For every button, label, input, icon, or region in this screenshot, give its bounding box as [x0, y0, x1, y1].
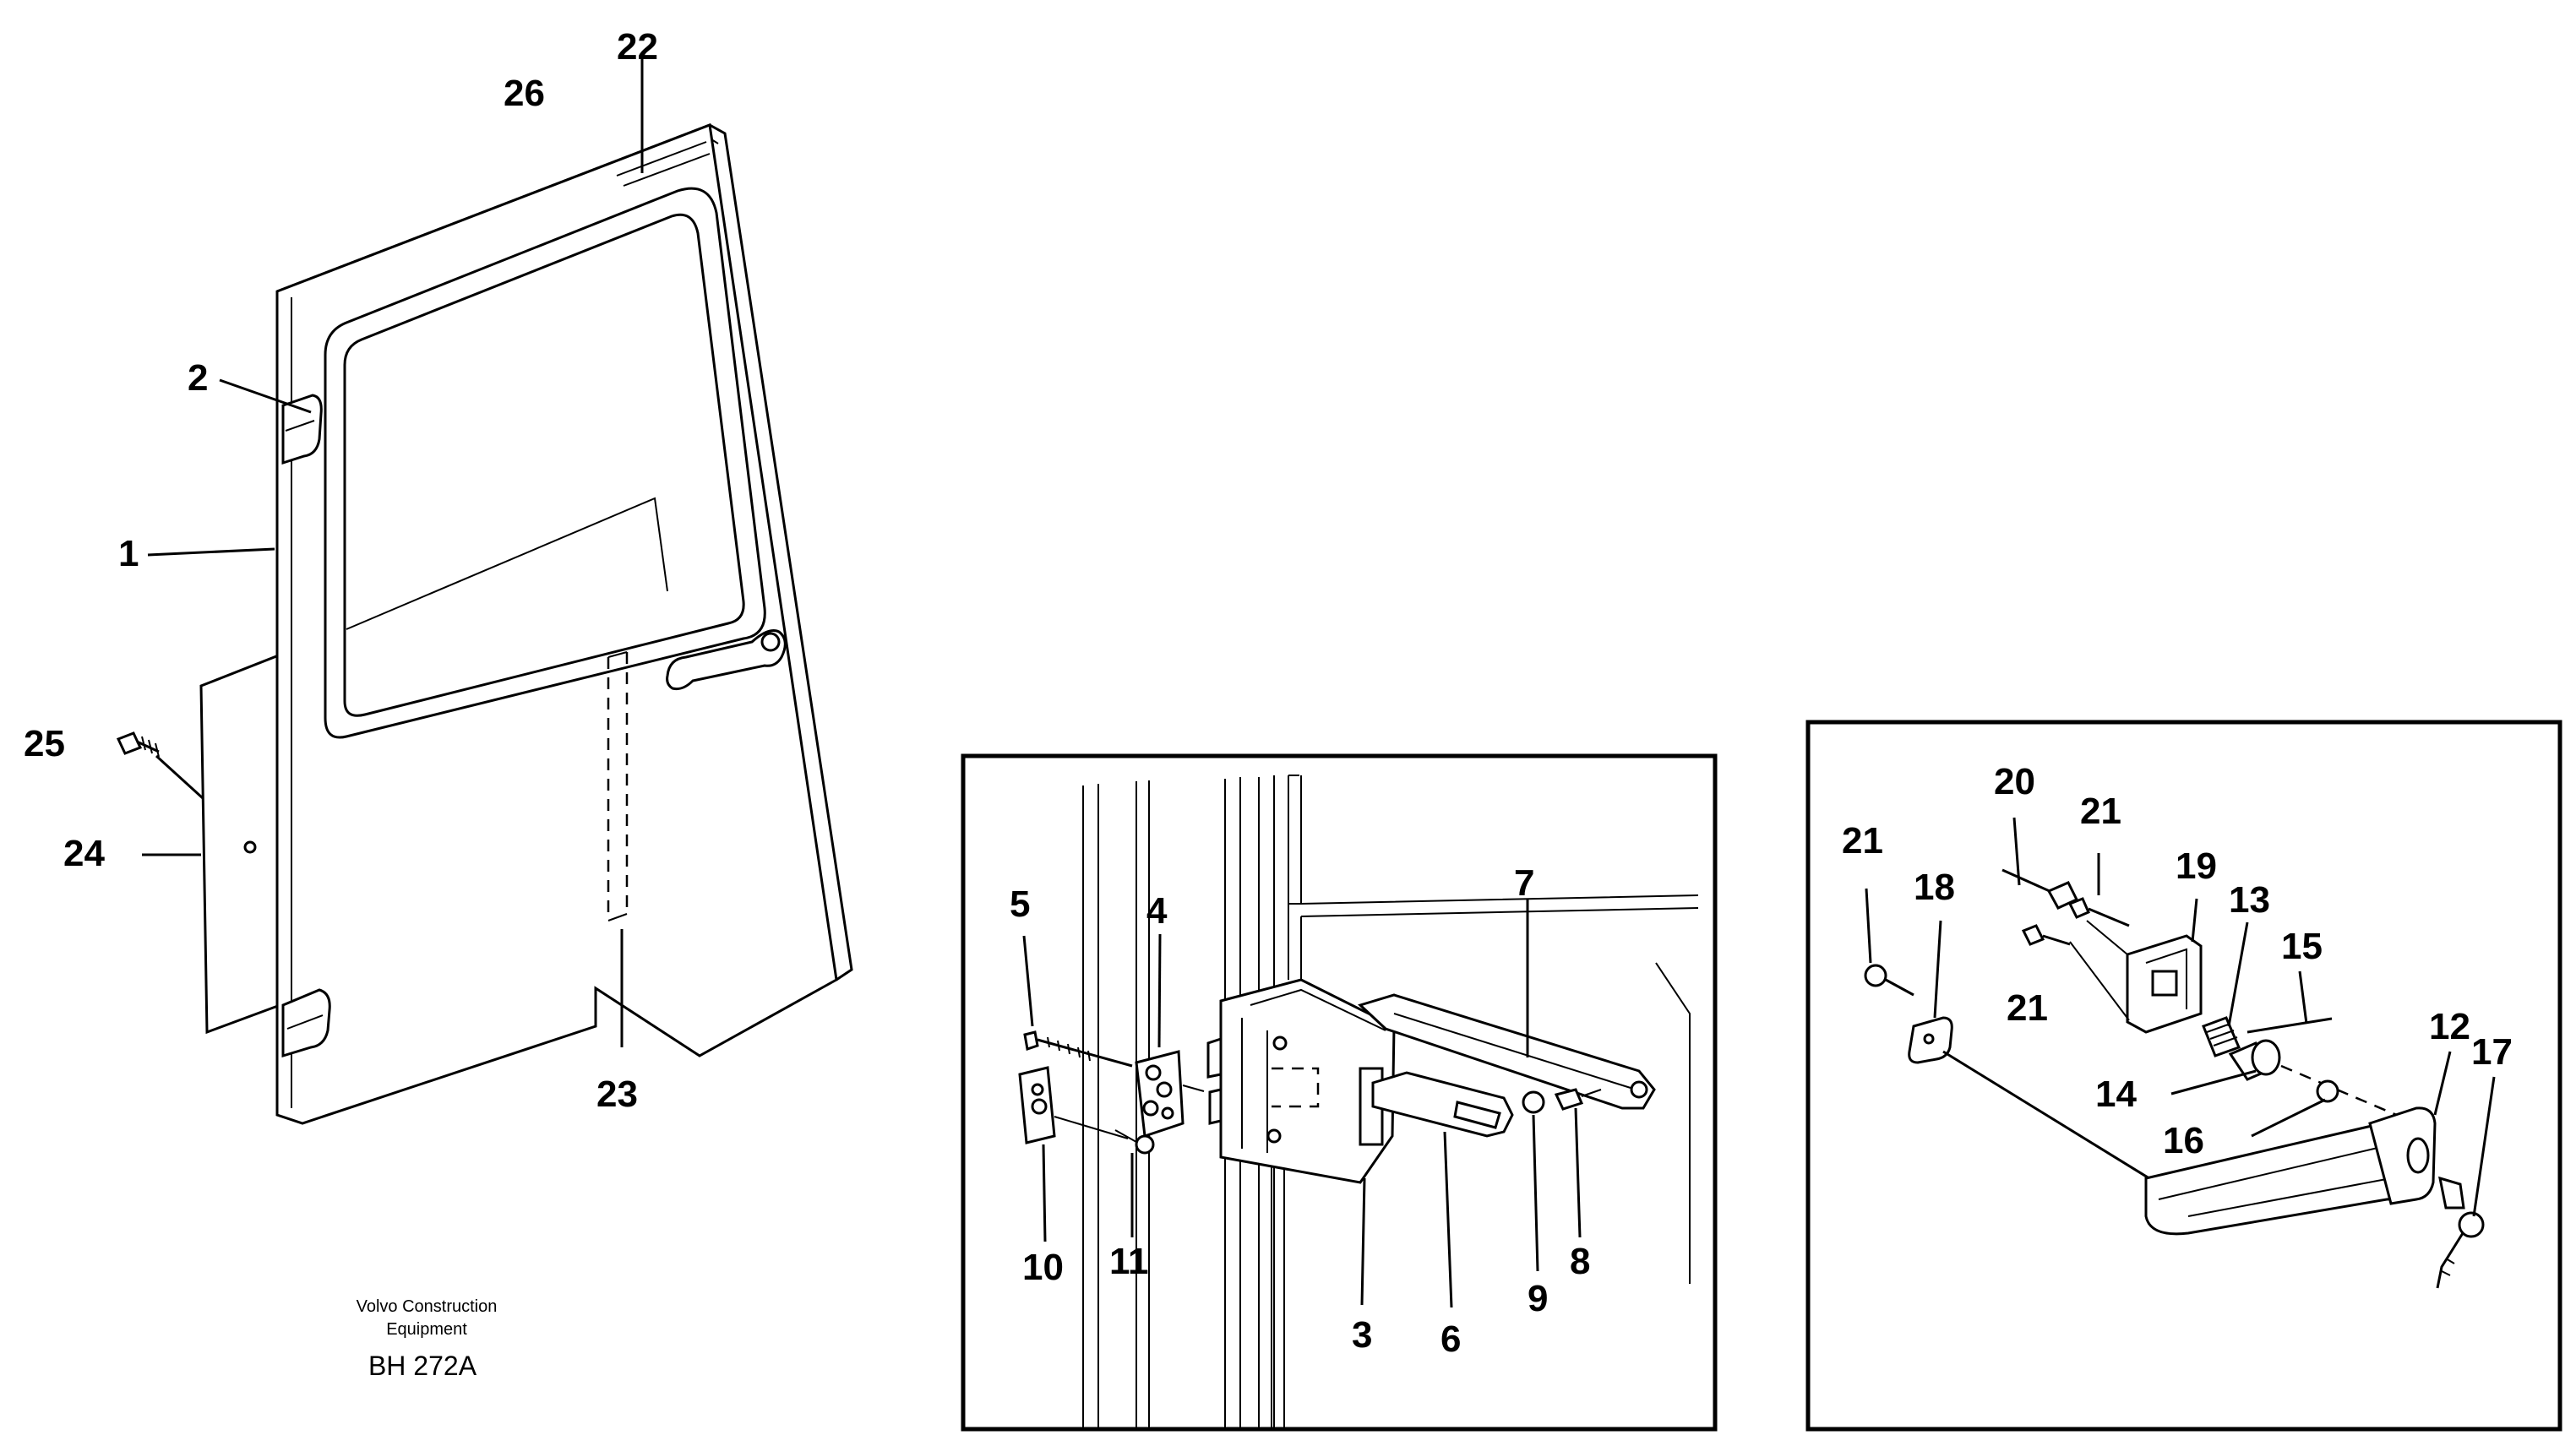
callout-23: 23: [596, 1074, 638, 1115]
callout-2: 2: [188, 357, 208, 399]
callout-19: 19: [2176, 845, 2217, 887]
cab-door: [199, 122, 853, 1125]
callout-4: 4: [1146, 890, 1168, 932]
callout-18: 18: [1914, 867, 1955, 908]
callout-5: 5: [1010, 883, 1030, 925]
callout-13: 13: [2229, 879, 2270, 921]
callout-21-upper: 21: [2080, 791, 2121, 832]
callout-9: 9: [1528, 1278, 1548, 1319]
caption-code: BH 272A: [368, 1351, 477, 1381]
callout-3: 3: [1352, 1314, 1372, 1356]
caption-line-2: Equipment: [386, 1320, 467, 1339]
callout-1: 1: [118, 533, 139, 574]
caption-line-1: Volvo Construction: [357, 1297, 498, 1316]
callout-17: 17: [2471, 1031, 2513, 1073]
handle-inset: [1805, 720, 2562, 1432]
screw-25-icon: [116, 731, 160, 758]
callout-16: 16: [2163, 1120, 2204, 1161]
callout-26: 26: [504, 73, 545, 114]
callout-labels: 22 26 2 1 25 24 23 5 4 7 10 11 3 6 9 8 2…: [24, 26, 2513, 1360]
callout-7: 7: [1514, 862, 1534, 904]
drawing-caption: Volvo Construction Equipment BH 272A: [357, 1297, 498, 1381]
callout-15: 15: [2281, 926, 2323, 967]
callout-6: 6: [1440, 1318, 1461, 1360]
callout-11: 11: [1109, 1241, 1149, 1282]
callout-24: 24: [63, 833, 105, 874]
callout-21-left: 21: [1842, 820, 1883, 862]
callout-21-middle: 21: [2007, 987, 2048, 1029]
door-leader-lines: [142, 55, 644, 1047]
callout-10: 10: [1022, 1247, 1064, 1288]
callout-14: 14: [2095, 1074, 2137, 1115]
callout-25: 25: [24, 723, 65, 764]
callout-20: 20: [1994, 761, 2035, 802]
callout-12: 12: [2429, 1006, 2470, 1047]
callout-8: 8: [1570, 1241, 1590, 1282]
callout-22: 22: [617, 26, 658, 68]
lock-inset: [961, 753, 1718, 1432]
